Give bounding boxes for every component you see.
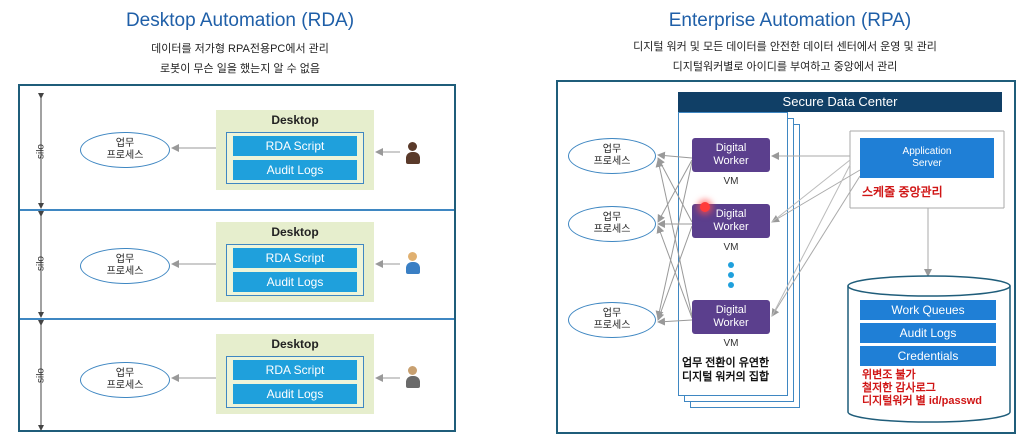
cursor-pointer-dot — [700, 202, 710, 212]
digital-worker: Digital Worker — [692, 138, 770, 172]
audit-logs-bar: Audit Logs — [233, 160, 357, 180]
person-icon — [404, 252, 422, 278]
worker-label: Digital — [715, 304, 747, 316]
rda-subtitle-2: 로봇이 무슨 일을 했는지 알 수 없음 — [159, 63, 321, 75]
desktop-title: Desktop — [271, 337, 319, 351]
worker-label: Digital — [715, 142, 747, 154]
person-icon — [404, 366, 422, 392]
process-label: 프로세스 — [106, 266, 144, 277]
process-label: 업무 — [115, 254, 135, 265]
rda-title: Desktop Automation (RDA) — [125, 10, 355, 31]
process-label: 프로세스 — [106, 150, 144, 161]
desktop-box: Desktop RDA Script Audit Logs — [216, 222, 374, 302]
process-ellipse: 업무 프로세스 — [568, 206, 656, 242]
rda-connectors — [38, 93, 400, 431]
worker-label: Worker — [713, 221, 749, 233]
process-ellipse: 업무 프로세스 — [80, 248, 170, 284]
audit-logs-bar: Audit Logs — [233, 384, 357, 404]
worker-set-line: 디지털 워커의 집합 — [682, 371, 770, 383]
worker-label: Worker — [713, 155, 749, 167]
vm-label: VM — [723, 338, 739, 349]
vm-label: VM — [723, 242, 739, 253]
process-label: 프로세스 — [593, 224, 631, 235]
rda-subtitle-1: 데이터를 저가형 RPA전용PC에서 관리 — [151, 43, 329, 55]
process-label: 프로세스 — [593, 320, 631, 331]
process-label: 업무 — [115, 368, 135, 379]
process-label: 프로세스 — [106, 380, 144, 391]
audit-logs-bar: Audit Logs — [233, 272, 357, 292]
silo-divider — [20, 318, 454, 320]
secure-data-center-bar: Secure Data Center — [678, 92, 1002, 112]
desktop-title: Desktop — [271, 113, 319, 127]
application-server: Application Server — [860, 138, 994, 178]
process-label: 업무 — [602, 212, 622, 223]
rpa-subtitle-1: 디지털 워커 및 모든 데이터를 안전한 데이터 센터에서 운영 및 관리 — [633, 41, 937, 53]
process-label: 업무 — [115, 138, 135, 149]
rpa-subtitle-2: 디지털워커별로 아이디를 부여하고 중앙에서 관리 — [672, 61, 898, 73]
rpa-title: Enterprise Automation (RPA) — [668, 10, 912, 31]
rda-script-bar: RDA Script — [233, 360, 357, 380]
silo-divider — [20, 209, 454, 211]
person-icon — [404, 142, 422, 168]
process-label: 업무 — [602, 144, 622, 155]
process-label: 프로세스 — [593, 156, 631, 167]
app-server-label: Server — [912, 158, 942, 169]
desktop-box: Desktop RDA Script Audit Logs — [216, 334, 374, 414]
rda-script-bar: RDA Script — [233, 248, 357, 268]
digital-worker: Digital Worker — [692, 300, 770, 334]
vm-label: VM — [723, 176, 739, 187]
process-ellipse: 업무 프로세스 — [80, 362, 170, 398]
process-ellipse: 업무 프로세스 — [80, 132, 170, 168]
db-item-work-queues: Work Queues — [860, 300, 996, 320]
worker-set-line: 업무 전환이 유연한 — [682, 357, 770, 369]
db-notes: 위변조 불가 철저한 감사로그 디지털워커 별 id/passwd — [862, 369, 1010, 408]
app-server-label: Application — [902, 146, 952, 157]
process-ellipse: 업무 프로세스 — [568, 302, 656, 338]
schedule-label: 스케줄 중앙관리 — [862, 185, 943, 199]
db-note: 디지털워커 별 id/passwd — [862, 395, 983, 407]
rda-script-bar: RDA Script — [233, 136, 357, 156]
db-item-credentials: Credentials — [860, 346, 996, 366]
process-ellipse: 업무 프로세스 — [568, 138, 656, 174]
worker-label: Digital — [715, 208, 747, 220]
worker-label: Worker — [713, 317, 749, 329]
db-item-audit-logs: Audit Logs — [860, 323, 996, 343]
desktop-title: Desktop — [271, 225, 319, 239]
desktop-box: Desktop RDA Script Audit Logs — [216, 110, 374, 190]
db-note: 철저한 감사로그 — [862, 382, 936, 394]
process-label: 업무 — [602, 308, 622, 319]
db-note: 위변조 불가 — [862, 369, 916, 381]
worker-set-caption: 업무 전환이 유연한 디지털 워커의 집합 — [682, 356, 792, 384]
